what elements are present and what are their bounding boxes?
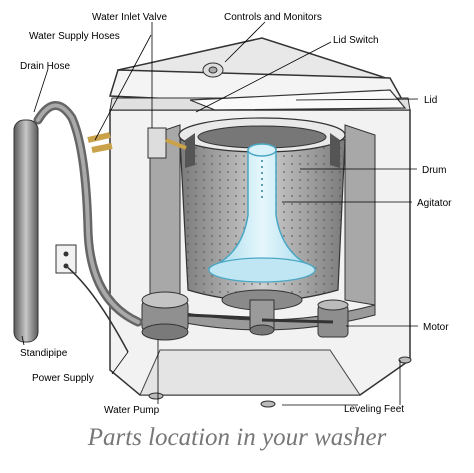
label-water-supply-hoses: Water Supply Hoses (29, 31, 120, 42)
control-dial (202, 62, 224, 78)
water-inlet-valve (147, 127, 187, 159)
label-drum: Drum (422, 165, 446, 176)
standpipe (13, 119, 39, 343)
water-supply-hose-connectors (87, 132, 113, 153)
power-outlet (55, 244, 129, 353)
leader-standpipe (21, 335, 25, 346)
label-water-inlet-valve: Water Inlet Valve (92, 12, 167, 23)
label-agitator: Agitator (417, 198, 452, 209)
leader-lid-switch (195, 41, 332, 113)
label-controls-and-monitors: Controls and Monitors (224, 12, 322, 23)
water-pump (141, 291, 251, 341)
leader-drain-hose (33, 68, 49, 113)
label-standpipe: Standipipe (20, 348, 68, 359)
leveling-feet (148, 356, 412, 408)
agitator (207, 143, 317, 283)
label-water-pump: Water Pump (104, 405, 160, 416)
label-leveling-feet: Leveling Feet (344, 404, 404, 415)
label-lid: Lid (424, 95, 437, 106)
motor-assembly (221, 289, 349, 338)
leader-lid (295, 98, 419, 101)
drain-hose (33, 101, 143, 327)
label-lid-switch: Lid Switch (333, 35, 379, 46)
leader-power-supply (111, 351, 129, 375)
label-drain-hose: Drain Hose (20, 61, 70, 72)
label-motor: Motor (423, 322, 449, 333)
label-power-supply: Power Supply (32, 373, 94, 384)
diagram-caption: Parts location in your washer (87, 424, 387, 451)
leader-water-supply-hoses (94, 34, 152, 141)
leader-controls-and-monitors (224, 21, 266, 63)
leader-lines (21, 21, 419, 406)
